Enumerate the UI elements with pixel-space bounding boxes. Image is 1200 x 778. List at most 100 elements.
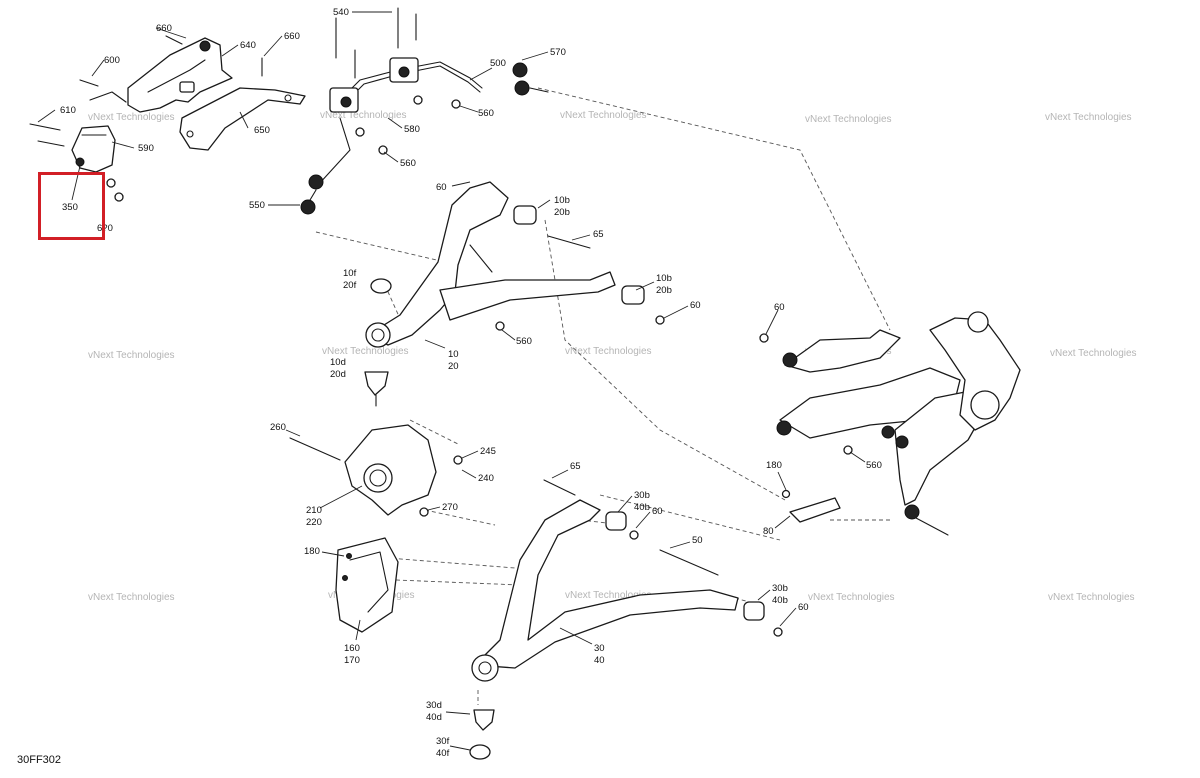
link-80 [789,497,841,523]
callout-50: 50 [692,535,703,546]
callout-240: 240 [478,473,494,484]
watermark: vNext Technologies [320,110,407,121]
callout-640: 640 [240,40,256,51]
callout-600: 600 [104,55,120,66]
assembled-suspension-view [759,311,1021,536]
callout-550: 550 [249,200,265,211]
watermark: vNext Technologies [805,114,892,125]
link-end-icon [514,80,530,96]
callout-20f: 20f [343,280,357,291]
nut-560-icon [378,145,388,155]
bushing-icon [743,601,765,621]
callout-10: 10 [448,349,459,360]
retaining-ring-icon [469,744,491,760]
callout-labels: 660 600 640 660 610 590 350 6?0 650 540 … [60,7,882,759]
link-end-icon [300,199,316,215]
callout-40b: 40b [772,595,788,606]
bolt-icon [37,140,65,147]
bushing-350-icon [75,157,85,167]
callout-270: 270 [442,502,458,513]
callout-610: 610 [60,105,76,116]
fastener-icon [199,40,211,52]
callout-65: 65 [593,229,604,240]
ball-joint-icon [364,371,389,396]
bolt-610-icon [29,123,61,131]
callout-60: 60 [798,602,809,613]
leader-lines [37,11,866,751]
assembly-guide-lines [315,87,891,705]
callout-500: 500 [490,58,506,69]
callout-20b: 20b [554,207,570,218]
sway-bar-group [300,7,549,215]
callout-160: 160 [344,643,360,654]
callout-10b: 10b [656,273,672,284]
callout-560: 560 [478,108,494,119]
callout-650: 650 [254,125,270,136]
watermark: vNext Technologies [88,592,175,603]
callout-30f: 30f [436,736,450,747]
bushing-icon [513,205,537,225]
bolt-50-icon [659,549,719,576]
callout-80: 80 [763,526,774,537]
callout-40b: 40b [634,502,650,513]
watermark: vNext Technologies [565,590,652,601]
watermark: vNext Technologies [560,110,647,121]
retaining-ring-icon [370,278,392,294]
callout-210: 210 [306,505,322,516]
callout-60: 60 [436,182,447,193]
screw-660-icon [165,35,183,45]
callout-40: 40 [594,655,605,666]
callout-30: 30 [594,643,605,654]
bolt-65-icon [543,479,576,496]
callout-260: 260 [270,422,286,433]
callout-20: 20 [448,361,459,372]
watermark: vNext Technologies [1048,592,1135,603]
bracket-650 [179,87,306,151]
highlight-box-350 [38,172,105,240]
nut-560-icon [451,99,461,109]
callout-170: 170 [344,655,360,666]
callout-10f: 10f [343,268,357,279]
callout-350: 350 [62,202,78,213]
callout-20b: 20b [656,285,672,296]
callout-60: 60 [774,302,785,313]
callout-660: 660 [284,31,300,42]
callout-30b: 30b [772,583,788,594]
link-rod-icon [915,517,949,536]
callout-30d: 30d [426,700,442,711]
screw-600-icon [79,79,99,87]
watermark: vNext Technologies [88,350,175,361]
callout-220: 220 [306,517,322,528]
watermark: vNext Technologies [322,346,409,357]
callout-20d: 20d [330,369,346,380]
callout-560: 560 [400,158,416,169]
callout-580: 580 [404,124,420,135]
upper-a-arm-10-20 [364,181,665,407]
bolt-65-icon [547,235,591,249]
link-end-icon [512,62,528,78]
callout-40f: 40f [436,748,450,759]
callout-10d: 10d [330,357,346,368]
nut-icon [106,178,116,188]
callout-570: 570 [550,47,566,58]
ball-joint-icon [473,709,495,731]
callout-40d: 40d [426,712,442,723]
bushing-icon [605,511,627,531]
callout-660: 660 [156,23,172,34]
nut-580-icon [413,95,423,105]
knuckle-210-220 [289,424,463,517]
callout-60: 60 [690,300,701,311]
watermark: vNext Technologies [88,112,175,123]
watermark: vNext Technologies [1045,112,1132,123]
callout-540: 540 [333,7,349,18]
callout-245: 245 [480,446,496,457]
callout-30b: 30b [634,490,650,501]
skid-plate-160-170 [335,537,399,633]
link-end-icon [308,174,324,190]
callout-10b: 10b [554,195,570,206]
sway-bar-500 [339,61,483,101]
lower-a-arm-30-40 [469,479,783,760]
callout-65: 65 [570,461,581,472]
watermark: vNext Technologies [565,346,652,357]
